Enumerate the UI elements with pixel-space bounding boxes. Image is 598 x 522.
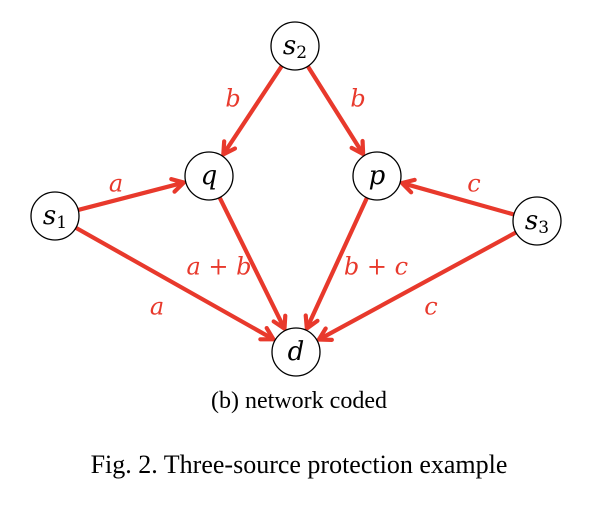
node-circle [271,327,321,377]
edge-label: b [350,85,365,113]
edge-s3-p: c [399,170,516,217]
edge-p-d: b + c [303,195,408,331]
edge-s1-q: a [76,170,186,213]
node-label: s3 [525,206,549,238]
figure-caption: Fig. 2. Three-source protection example [90,450,508,479]
node-label: d [288,337,305,367]
arrow-head [349,138,366,157]
arrow-head [316,326,334,342]
node-p: p [352,151,402,201]
node-label-base: d [288,337,305,367]
edge-line [305,64,365,155]
edge-line [76,180,184,213]
edge-label: a [109,170,123,198]
edge-s3-d: c [316,230,519,342]
node-label-subscript: 3 [538,218,549,238]
node-circle [184,151,234,201]
node-label: s1 [43,201,67,233]
arrow-head [271,313,288,331]
node-circle [512,196,562,246]
node-s1: s1 [30,191,80,241]
arrow-head [258,325,276,342]
node-d: d [271,327,321,377]
edge-label: c [424,293,437,321]
edge-label: a + b [186,253,251,281]
edge-q-d: a + b [186,195,288,331]
node-label: s2 [283,31,307,63]
arrow-head [399,177,417,195]
node-label-base: s [43,201,56,231]
edge-label: a [150,293,164,321]
arrow-head [303,313,320,331]
subcaption: (b) network coded [211,388,387,414]
node-label: q [201,161,218,191]
node-label-base: q [201,161,218,191]
node-label: p [369,161,386,191]
node-label-base: s [525,206,538,236]
node-circle [270,21,320,71]
node-circle [352,151,402,201]
node-s2: s2 [270,21,320,71]
edge-s2-q: b [221,63,284,157]
edge-s1-d: a [73,225,276,342]
edge-line [217,195,286,329]
edge-line [73,225,274,341]
node-s3: s3 [512,196,562,246]
edge-label: c [467,170,480,198]
node-label-subscript: 1 [56,213,67,233]
edge-line [401,181,516,217]
node-q: q [184,151,234,201]
edge-line [305,195,370,329]
edges: b b a c a c a + b b + c [73,63,519,342]
edge-label: b + c [344,253,408,281]
arrow-head [221,139,238,157]
node-label-subscript: 2 [296,43,307,63]
node-circle [30,191,80,241]
edge-label: b [225,85,240,113]
node-label-base: s [283,31,296,61]
edge-s2-p: b [305,64,366,157]
edge-line [318,230,519,341]
arrow-head [169,177,186,194]
edge-line [222,63,284,155]
node-label-base: p [369,161,386,191]
